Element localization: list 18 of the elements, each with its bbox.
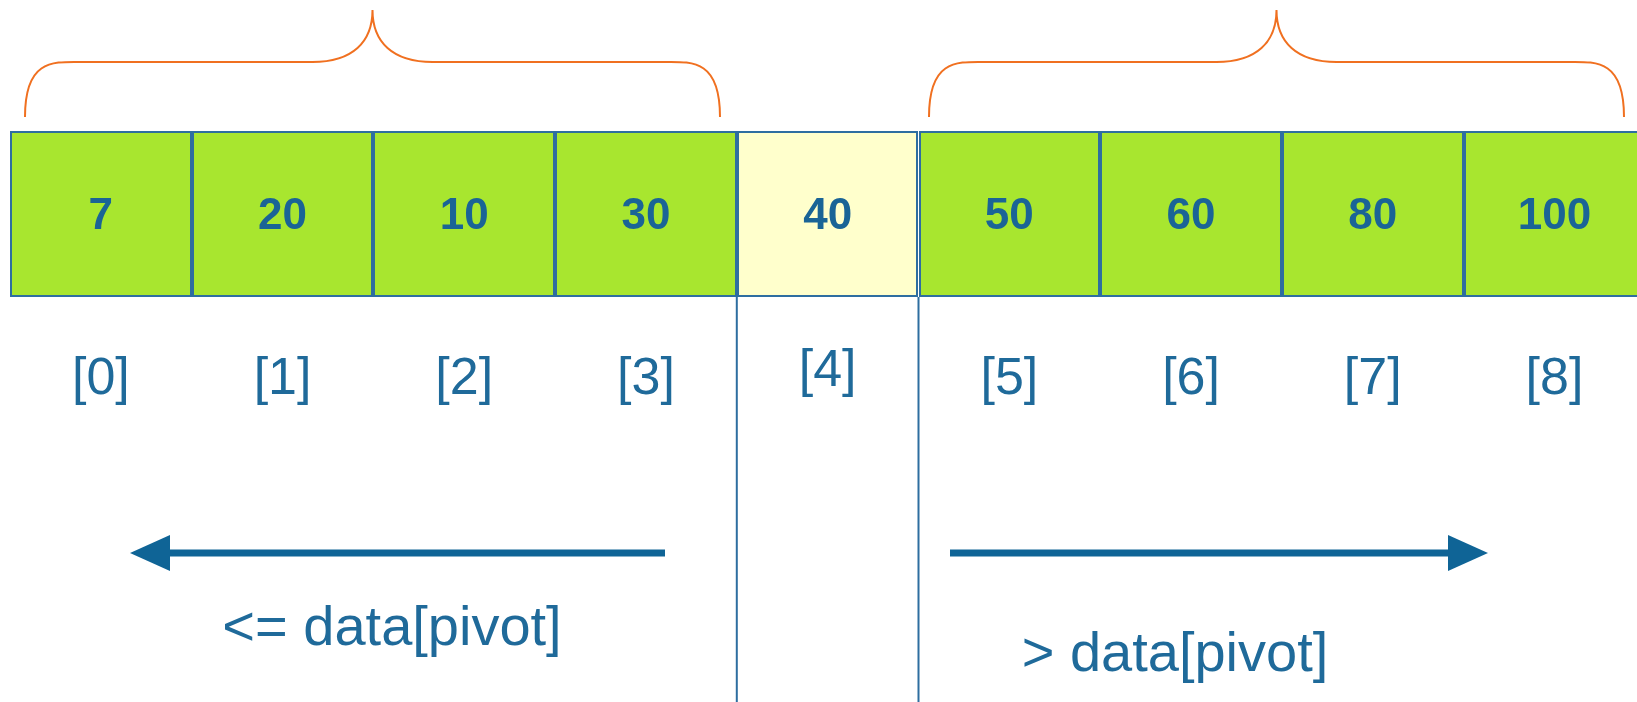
array-cell [555, 131, 737, 297]
cell-value: 40 [803, 189, 853, 239]
cell-value: 60 [1166, 189, 1216, 239]
array-cell [1100, 131, 1282, 297]
array-cell [191, 131, 374, 297]
array-cell [10, 131, 192, 297]
cell-value: 80 [1348, 189, 1398, 239]
cell-value: 30 [621, 189, 671, 239]
cell-value: 10 [439, 189, 489, 239]
array-cell [736, 131, 919, 297]
cell-value: 50 [984, 189, 1034, 239]
array-cell [1281, 131, 1464, 297]
cell-value: 100 [1517, 189, 1592, 239]
array-cell [918, 131, 1101, 297]
array-cell [373, 131, 556, 297]
array-cell [1463, 131, 1637, 297]
cell-value: 20 [258, 189, 307, 239]
cell-value: 7 [88, 189, 114, 239]
